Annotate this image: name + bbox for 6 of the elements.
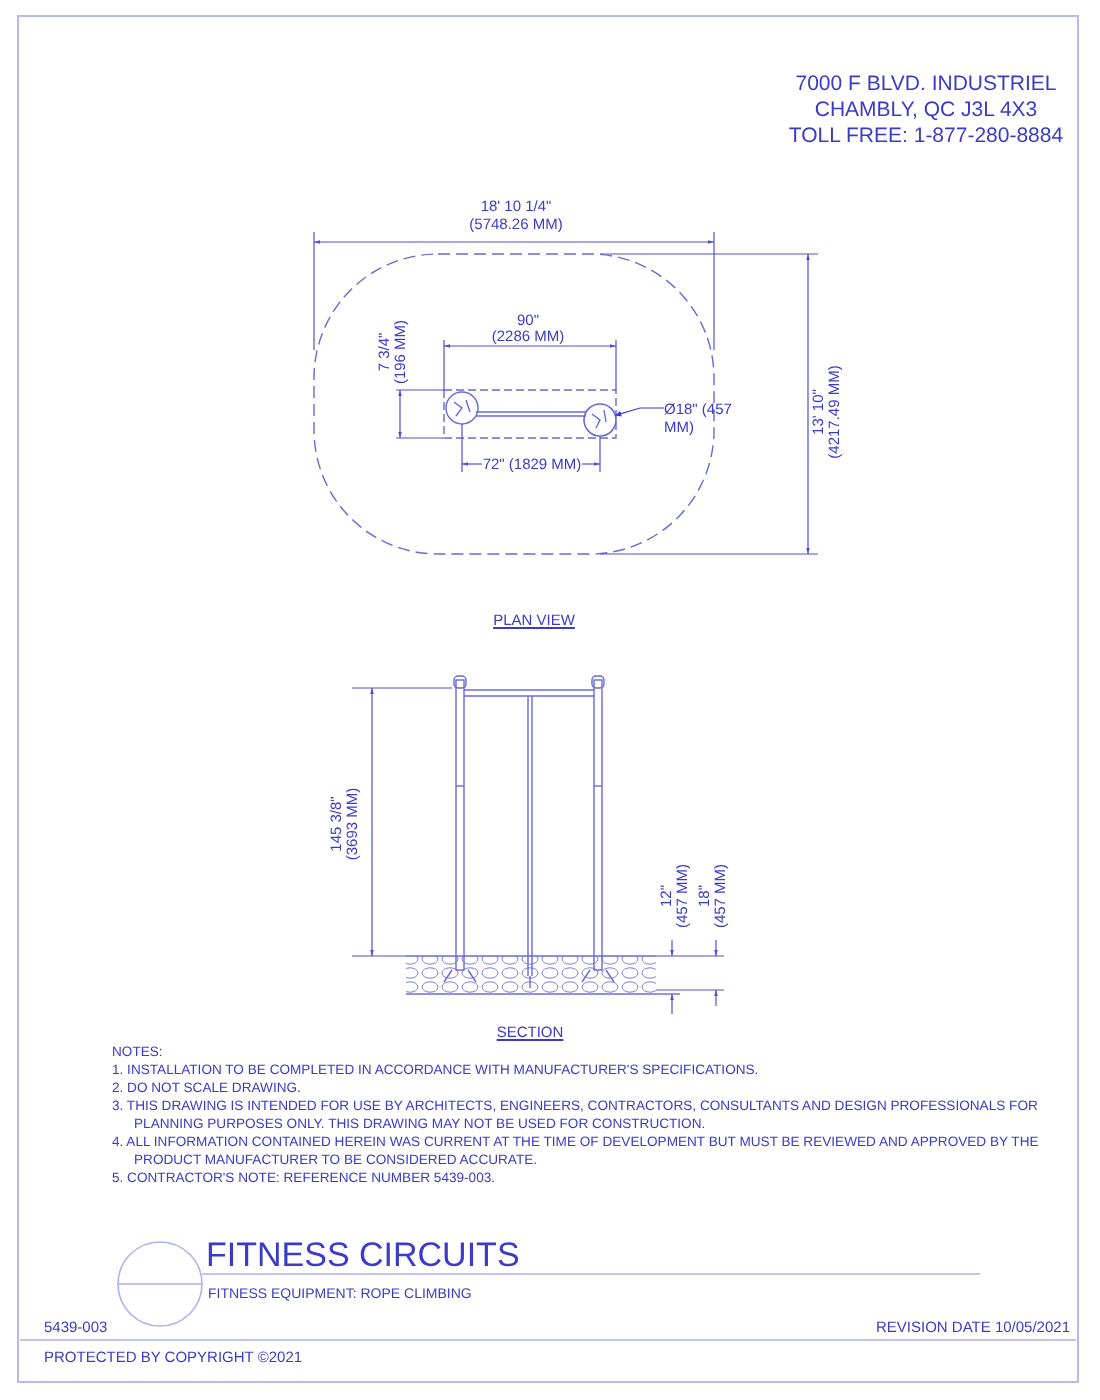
leader-line — [614, 407, 665, 417]
phone-number: TOLL FREE: 1-877-280-8884 — [788, 124, 1064, 148]
drawing-title: FITNESS CIRCUITS — [206, 1238, 520, 1274]
footing-circle — [583, 403, 617, 437]
address-text: 7000 F BLVD. INDUSTRIEL — [795, 72, 1057, 96]
address-text: CHAMBLY, QC J3L 4X3 — [814, 98, 1038, 122]
